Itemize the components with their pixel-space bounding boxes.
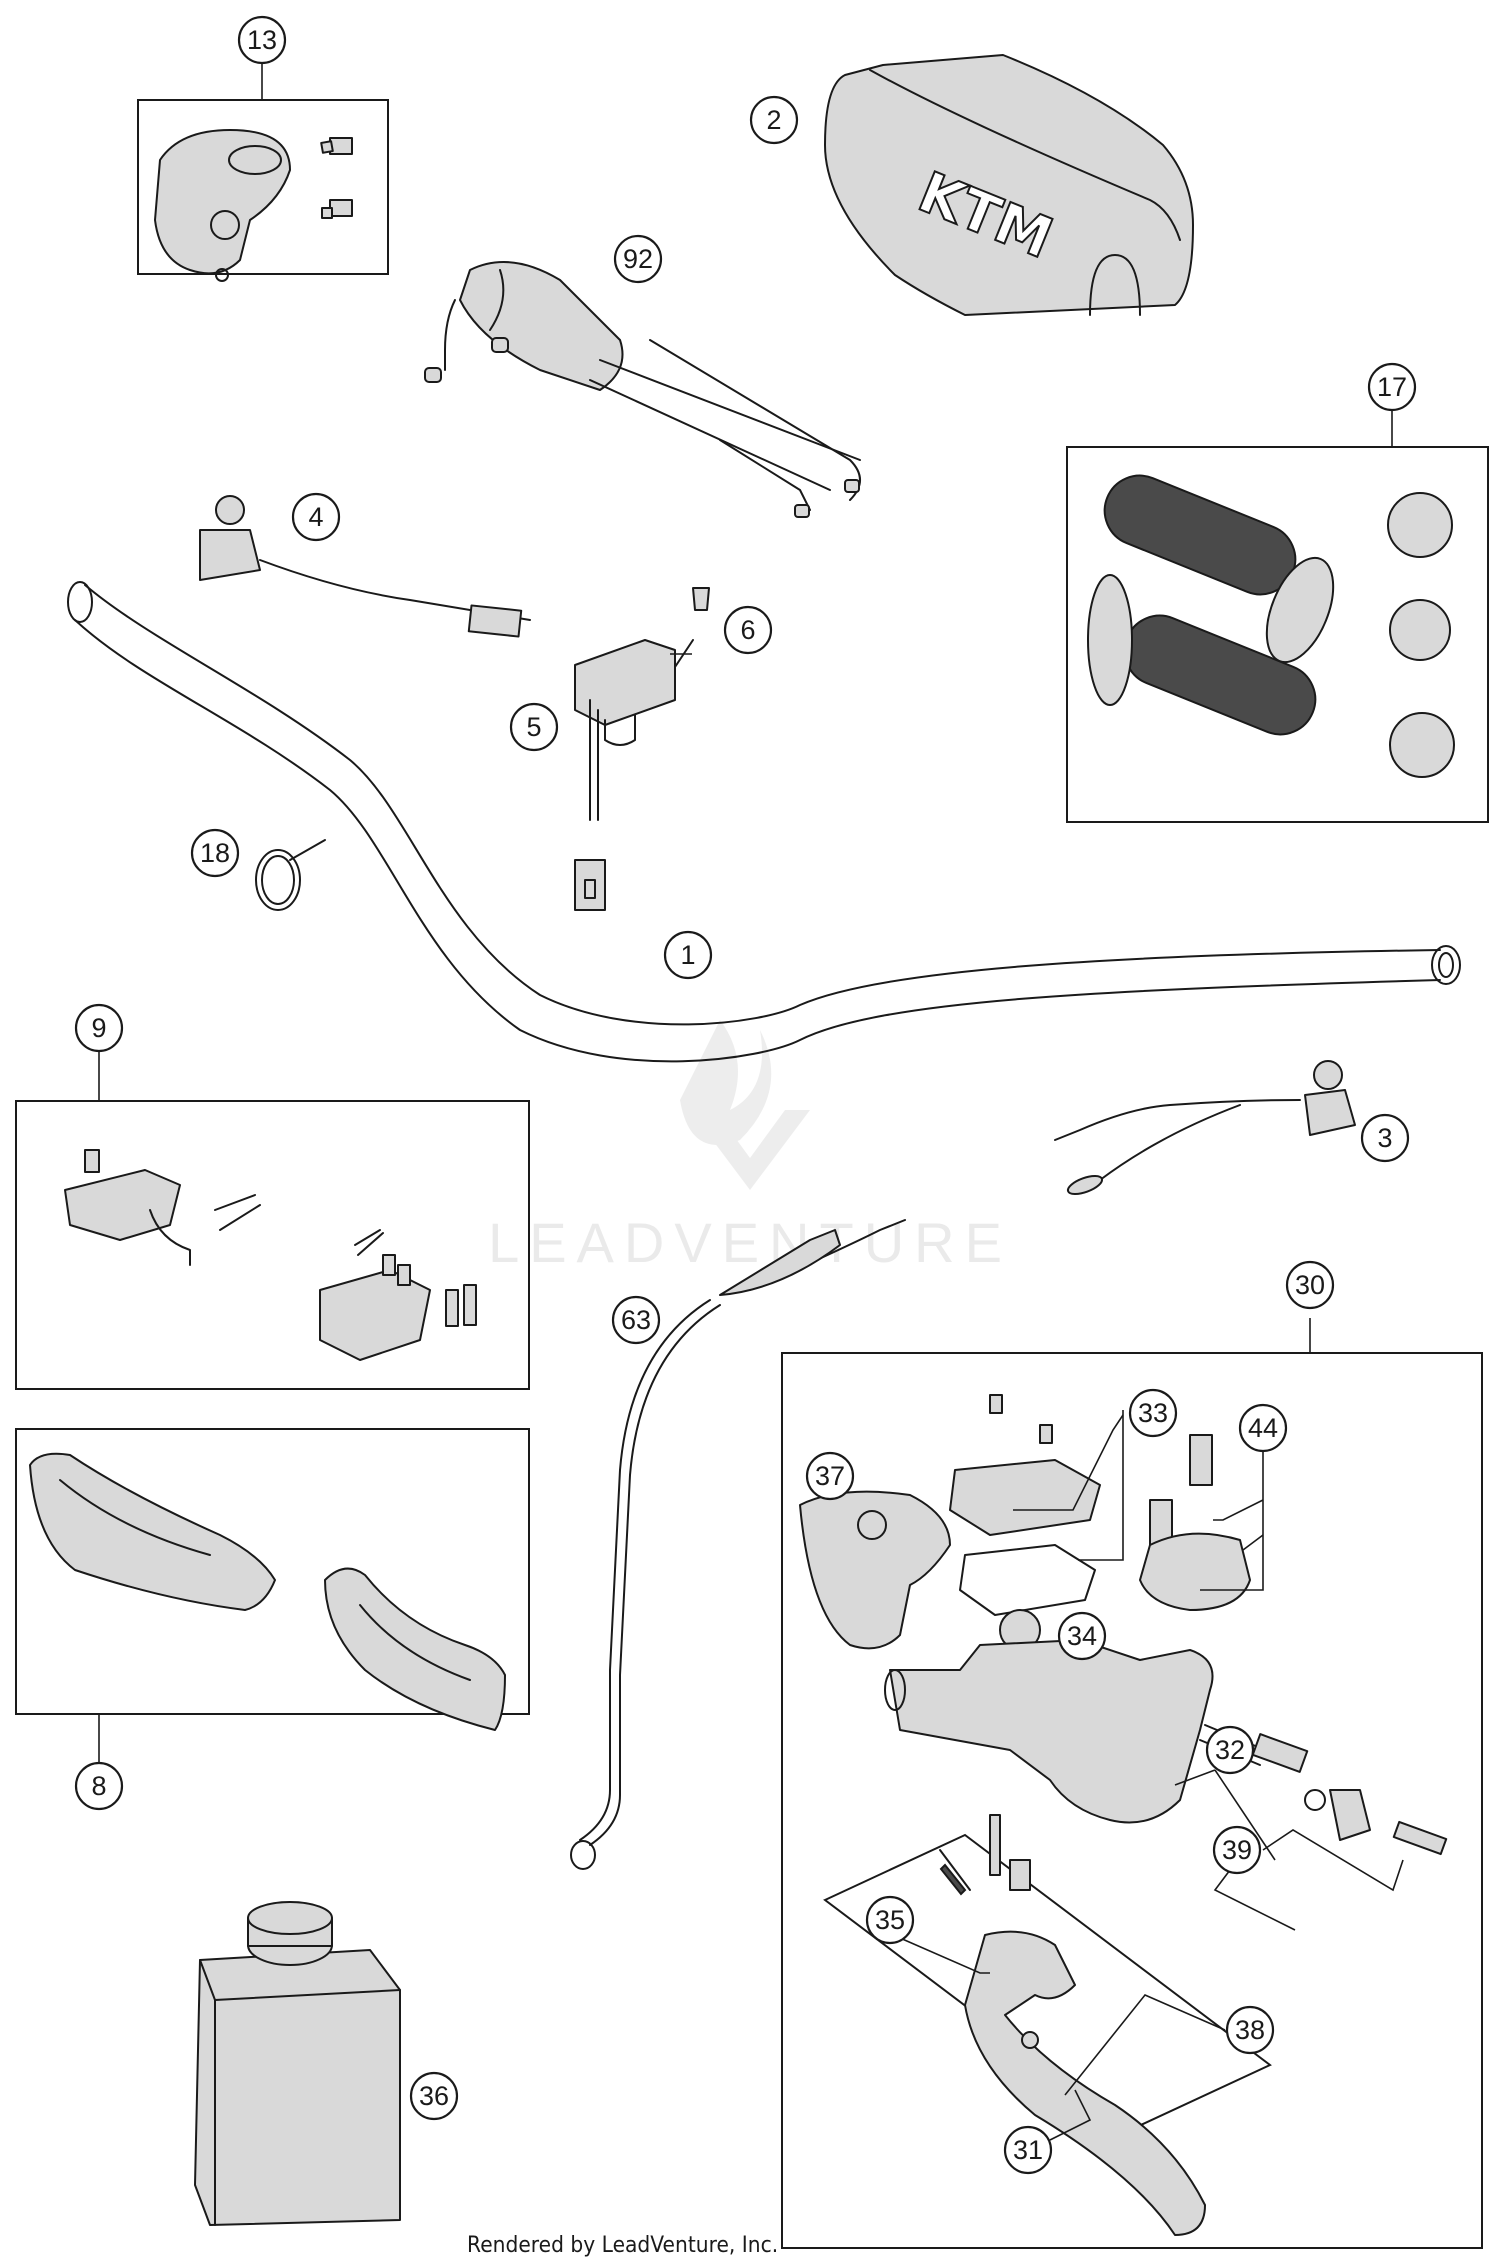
part-13-box (137, 99, 389, 275)
callout-label: 18 (200, 838, 230, 868)
callout-44[interactable]: 44 (1238, 1403, 1288, 1453)
callout-label: 33 (1138, 1398, 1168, 1428)
screw-part-6[interactable] (672, 587, 710, 671)
callout-label: 5 (526, 712, 541, 742)
part-17-box (1066, 446, 1489, 823)
callout-4[interactable]: 4 (291, 492, 341, 542)
callout-3[interactable]: 3 (1360, 1113, 1410, 1163)
callout-1[interactable]: 1 (663, 930, 713, 980)
throttle-part-92[interactable] (424, 261, 861, 518)
switch-part-3[interactable] (1054, 1060, 1356, 1198)
part-13-bracket[interactable] (154, 129, 291, 282)
callout-label: 92 (623, 244, 653, 274)
callout-label: 44 (1248, 1413, 1278, 1443)
part-9-box (15, 1100, 530, 1390)
switch-part-4[interactable] (199, 495, 531, 638)
callout-label: 36 (419, 2081, 449, 2111)
callout-36[interactable]: 36 (409, 2071, 459, 2121)
callout-label: 30 (1295, 1270, 1325, 1300)
callout-17[interactable]: 17 (1367, 362, 1417, 412)
callout-6[interactable]: 6 (723, 605, 773, 655)
cable-tie-part-18[interactable] (255, 839, 326, 911)
brake-line-part-63[interactable] (570, 1219, 906, 1870)
part-8-box (15, 1428, 530, 1715)
callout-13[interactable]: 13 (237, 15, 287, 65)
callout-63[interactable]: 63 (611, 1295, 661, 1345)
callout-label: 17 (1377, 372, 1407, 402)
master-cylinder-part-30[interactable] (799, 1394, 1448, 2236)
watermark-text: LEADVENTURE (488, 1211, 1012, 1274)
callout-31[interactable]: 31 (1003, 2125, 1053, 2175)
callout-label: 4 (308, 502, 323, 532)
callout-35[interactable]: 35 (865, 1895, 915, 1945)
handguards-part-8[interactable] (29, 1452, 506, 1731)
callout-34[interactable]: 34 (1057, 1611, 1107, 1661)
callout-2[interactable]: 2 (749, 95, 799, 145)
callout-8[interactable]: 8 (74, 1761, 124, 1811)
callout-label: 39 (1222, 1835, 1252, 1865)
callout-38[interactable]: 38 (1225, 2005, 1275, 2055)
callout-9[interactable]: 9 (74, 1003, 124, 1053)
mounting-kit-part-9[interactable] (64, 1149, 477, 1361)
callout-5[interactable]: 5 (509, 702, 559, 752)
callout-label: 6 (740, 615, 755, 645)
callout-92[interactable]: 92 (613, 234, 663, 284)
switch-part-5[interactable] (574, 639, 676, 911)
callout-30[interactable]: 30 (1285, 1260, 1335, 1310)
callout-label: 8 (91, 1771, 106, 1801)
callout-label: 32 (1215, 1735, 1245, 1765)
part-30-box (781, 1352, 1483, 2249)
callout-label: 9 (91, 1013, 106, 1043)
grips-part-17[interactable] (1087, 465, 1455, 778)
callout-label: 31 (1013, 2135, 1043, 2165)
part-13-bolts[interactable] (320, 137, 353, 219)
footer-credit: Rendered by LeadVenture, Inc. (466, 2233, 778, 2258)
callout-18[interactable]: 18 (190, 828, 240, 878)
callout-label: 34 (1067, 1621, 1097, 1651)
callout-label: 63 (621, 1305, 651, 1335)
handlebar-pad-part-2[interactable]: KTM (824, 54, 1194, 316)
callout-33[interactable]: 33 (1128, 1388, 1178, 1438)
handlebar-part-1[interactable] (67, 581, 1461, 1063)
callout-label: 2 (766, 105, 781, 135)
callout-label: 37 (815, 1461, 845, 1491)
callout-39[interactable]: 39 (1212, 1825, 1262, 1875)
watermark: LEADVENTURE (488, 1020, 1012, 1274)
callout-label: 38 (1235, 2015, 1265, 2045)
callout-label: 13 (247, 25, 277, 55)
fluid-can-part-36[interactable] (194, 1901, 401, 2226)
callout-label: 3 (1377, 1123, 1392, 1153)
callout-37[interactable]: 37 (805, 1451, 855, 1501)
callout-32[interactable]: 32 (1205, 1725, 1255, 1775)
callout-label: 1 (680, 940, 695, 970)
callout-label: 35 (875, 1905, 905, 1935)
